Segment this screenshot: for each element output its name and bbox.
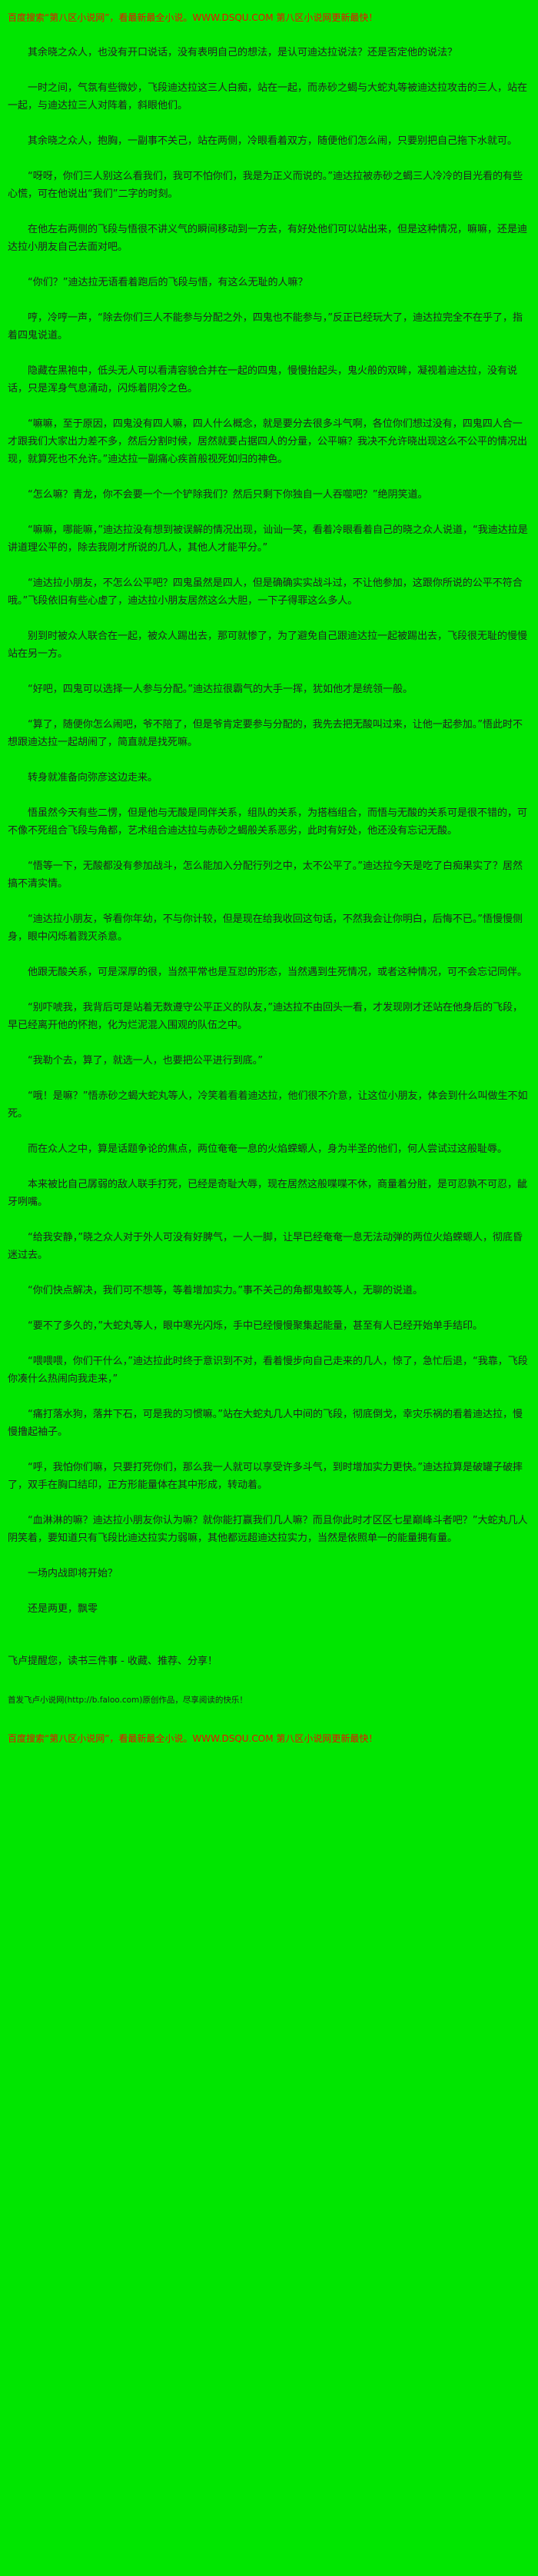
novel-paragraph: “嘛嘛，哪能嘛，”迪达拉没有想到被误解的情况出现，讪讪一笑，看着冷眼看着自己的晓… bbox=[8, 524, 528, 554]
novel-paragraph: 其余晓之众人，也没有开口说话，没有表明自己的想法，是认可迪达拉说法？还是否定他的… bbox=[28, 47, 458, 58]
novel-paragraph: “好吧，四鬼可以选择一人参与分配。”迪达拉很霸气的大手一挥，犹如他才是统领一般。 bbox=[28, 684, 413, 695]
novel-paragraph: 他跟无酸关系，可是深厚的很，当然平常也是互怼的形态，当然遇到生死情况，或者这种情… bbox=[28, 967, 528, 978]
novel-paragraph: “别吓唬我，我背后可是站着无数遵守公平正义的队友，”迪达拉不由回头一看，才发现刚… bbox=[8, 1002, 523, 1031]
novel-paragraph: “呀呀，你们三人别这么看我们，我可不怕你们，我是为正义而说的。”迪达拉被赤砂之蝎… bbox=[8, 171, 523, 200]
novel-paragraph: “喂喂喂，你们干什么，”迪达拉此时终于意识到不对，看着慢步向自己走来的几人，惊了… bbox=[8, 1356, 528, 1385]
novel-paragraph: “哦！是嘛？”悟赤砂之蝎大蛇丸等人，冷笑着看着迪达拉，他们很不介意，让这位小朋友… bbox=[8, 1090, 528, 1120]
novel-paragraph: 本来被比自己孱弱的敌人联手打死，已经是奇耻大辱，现在居然这般喋喋不休，商量着分脏… bbox=[8, 1179, 528, 1208]
novel-paragraph: 悟虽然今天有些二愣，但是他与无酸是同伴关系，组队的关系，为搭档组合，而悟与无酸的… bbox=[8, 807, 528, 837]
novel-paragraph: “怎么嘛？青龙，你不会要一个一个铲除我们？然后只剩下你独自一人吞噬吧？”绝阴笑道… bbox=[28, 489, 428, 501]
novel-paragraph: 一场内战即将开始？ bbox=[28, 1568, 118, 1579]
novel-paragraph: 还是两更，飘零 bbox=[28, 1603, 98, 1615]
chapter-body: 其余晓之众人，也没有开口说话，没有表明自己的想法，是认可迪达拉说法？还是否定他的… bbox=[8, 44, 530, 1618]
faloo-reminder: 飞卢提醒您，读书三件事 - 收藏、推荐、分享！ bbox=[8, 1656, 218, 1667]
novel-paragraph: 一时之间，气氛有些微妙，飞段迪达拉这三人白痴，站在一起，而赤砂之蝎与大蛇丸等被迪… bbox=[8, 82, 528, 111]
novel-paragraph: 转身就准备向弥彦这边走来。 bbox=[28, 772, 158, 784]
novel-paragraph: “呼，我怕你们嘛，只要打死你们，那么我一人就可以享受许多斗气，到时增加实力更快。… bbox=[8, 1462, 523, 1491]
faloo-source-note: 首发飞卢小说网(http://b.faloo.com)原创作品，尽享阅读的快乐！ bbox=[8, 1696, 247, 1705]
novel-paragraph: 哼，冷哼一声，“除去你们三人不能参与分配之外，四鬼也不能参与，”反正已经玩大了，… bbox=[8, 312, 523, 341]
novel-paragraph: “算了，随便你怎么闹吧，爷不陪了，但是爷肯定要参与分配的，我先去把无酸叫过来，让… bbox=[8, 719, 523, 748]
novel-paragraph: 而在众人之中，算是话题争论的焦点，两位奄奄一息的火焰蝾螈人，身为半圣的他们，何人… bbox=[28, 1143, 508, 1155]
novel-paragraph: “你们？”迪达拉无语看着跑后的飞段与悟，有这么无耻的人嘛？ bbox=[28, 277, 308, 288]
novel-paragraph: 隐藏在黑袍中，低头无人可以看清容貌合并在一起的四鬼，慢慢抬起头，鬼火般的双眸，凝… bbox=[8, 365, 518, 394]
bottom-ad-notice: 百度搜索“第八区小说网”，看最新最全小说。WWW.DSQU.COM 第八区小说网… bbox=[8, 1733, 378, 1744]
novel-paragraph: “嘛嘛，至于原因，四鬼没有四人嘛，四人什么概念，就是要分去很多斗气啊，各位你们想… bbox=[8, 418, 528, 465]
novel-paragraph: “悟等一下，无酸都没有参加战斗，怎么能加入分配行列之中，太不公平了。”迪达拉今天… bbox=[8, 860, 523, 890]
novel-paragraph: “迪达拉小朋友，不怎么公平吧？四鬼虽然是四人，但是确确实实战斗过，不让他参加，这… bbox=[8, 577, 523, 607]
novel-paragraph: 在他左右两侧的飞段与悟很不讲义气的瞬间移动到一方去，有好处他们可以站出来，但是这… bbox=[8, 224, 528, 253]
novel-paragraph: “血淋淋的嘛？迪达拉小朋友你认为嘛？就你能打赢我们几人嘛？而且你此时才区区七星巅… bbox=[8, 1515, 528, 1544]
novel-paragraph: “你们快点解决，我们可不想等，等着增加实力。”事不关己的角都鬼鲛等人，无聊的说道… bbox=[28, 1285, 423, 1296]
novel-paragraph: “迪达拉小朋友，爷看你年幼，不与你计较，但是现在给我收回这句话，不然我会让你明白… bbox=[8, 914, 523, 943]
novel-paragraph: 别到时被众人联合在一起，被众人踢出去，那可就惨了，为了避免自己跟迪达拉一起被踢出… bbox=[8, 631, 528, 660]
novel-paragraph: “我勒个去，算了，就选一人，也要把公平进行到底。” bbox=[28, 1055, 263, 1067]
novel-paragraph: “给我安静，”晓之众人对于外人可没有好脾气，一人一脚，让早已经奄奄一息无法动弹的… bbox=[8, 1232, 523, 1261]
top-ad-notice: 百度搜索“第八区小说网”，看最新最全小说。WWW.DSQU.COM 第八区小说网… bbox=[8, 12, 378, 23]
novel-paragraph: “痛打落水狗，落井下石，可是我的习惯嘛。”站在大蛇丸几人中间的飞段，彻底倒戈，幸… bbox=[8, 1409, 523, 1438]
novel-paragraph: 其余晓之众人，抱胸，一副事不关己，站在两侧，冷眼看着双方，随便他们怎么闹，只要别… bbox=[28, 135, 518, 147]
novel-paragraph: “要不了多久的，”大蛇丸等人，眼中寒光闪烁，手中已经慢慢聚集起能量，甚至有人已经… bbox=[28, 1320, 483, 1332]
